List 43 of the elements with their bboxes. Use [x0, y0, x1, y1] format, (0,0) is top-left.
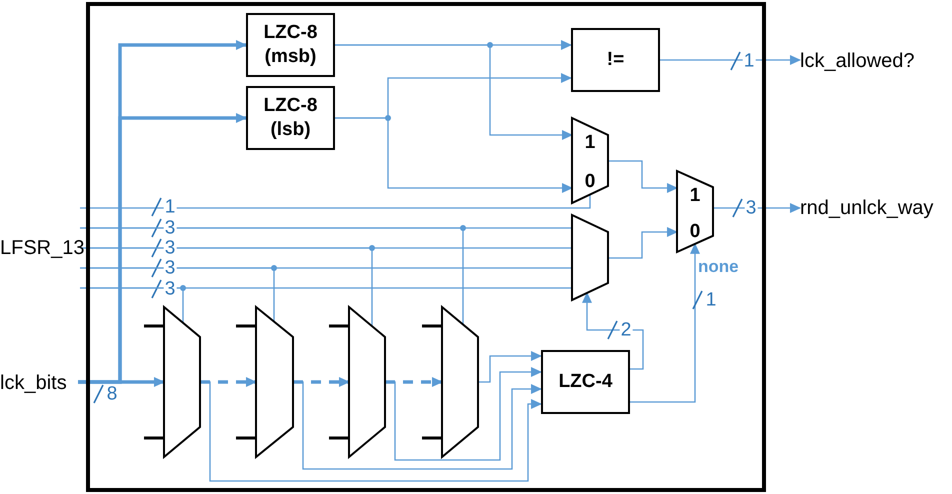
connector-line	[80, 267, 275, 322]
mux-input-label: 1	[688, 186, 702, 205]
multiplexer	[349, 307, 385, 457]
arrow	[78, 113, 247, 384]
note-label: none	[698, 258, 739, 275]
signal-name: rnd_unlck_way	[800, 191, 952, 225]
logic-block	[541, 350, 630, 414]
block-label: LZC-8 (msb)	[262, 21, 318, 69]
connector-line	[80, 194, 591, 209]
arrow	[630, 242, 700, 403]
multiplexer	[256, 307, 293, 457]
arrow	[385, 377, 443, 387]
multiplexer	[572, 118, 608, 203]
arrow	[478, 351, 542, 383]
logic-block	[246, 13, 335, 77]
connector-line	[80, 247, 373, 326]
arrow	[200, 377, 257, 387]
multiplexer	[572, 215, 608, 300]
multiplexer	[677, 171, 713, 252]
block-label: LZC-8 (lsb)	[262, 94, 318, 142]
arrow	[608, 227, 678, 259]
arrow	[660, 55, 801, 65]
logic-block	[246, 86, 335, 150]
block-label: LZC-4	[558, 370, 612, 394]
signal-name: lck_allowed?	[800, 44, 950, 78]
logic-block	[571, 28, 660, 92]
arrow	[335, 44, 573, 140]
connector-line	[80, 287, 184, 323]
arrow	[293, 377, 350, 387]
arrow	[385, 367, 542, 461]
multiplexer	[164, 307, 200, 457]
mux-input-label: 0	[688, 222, 702, 242]
mux-input-label: 0	[584, 172, 596, 191]
mux-input-label: 1	[584, 133, 596, 152]
connector-line	[80, 227, 464, 324]
arrow	[582, 292, 644, 370]
multiplexer	[442, 307, 478, 457]
arrow	[335, 117, 573, 193]
arrow	[713, 203, 801, 213]
block-label: !=	[606, 48, 624, 72]
signal-name: lck_bits	[0, 366, 78, 400]
arrow	[608, 160, 678, 193]
block-outline	[86, 2, 766, 492]
